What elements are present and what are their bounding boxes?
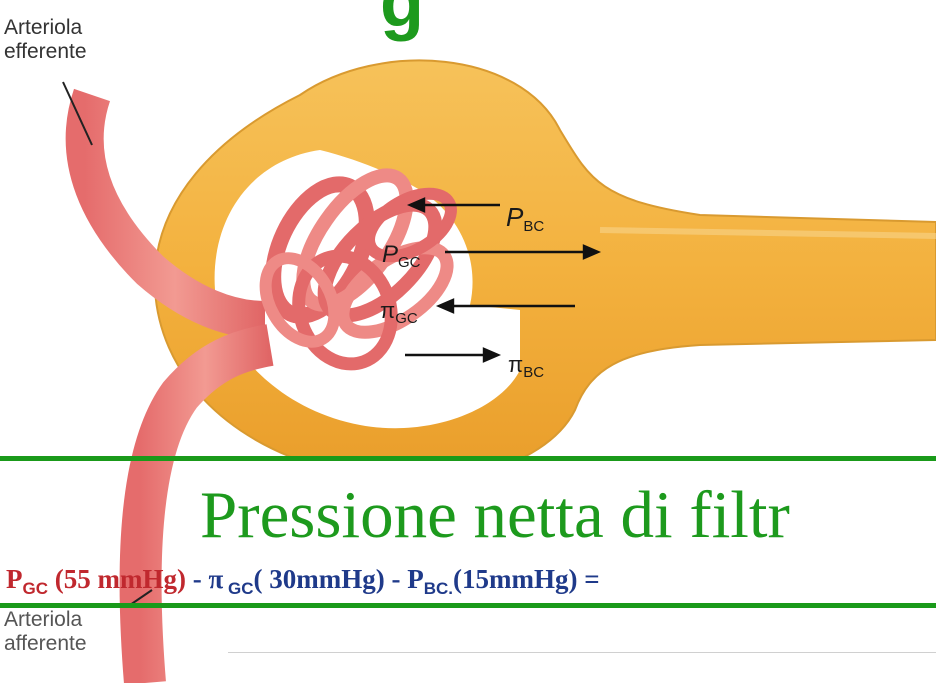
banner-underline (228, 652, 936, 653)
efferent-arteriole-label: Arteriola efferente (4, 16, 87, 64)
filtration-formula: PGC (55 mmHg) - π GC( 30mmHg) - PBC.(15m… (6, 562, 600, 606)
formula-op-2: - (385, 564, 408, 594)
net-filtration-title: Pressione netta di filtr (200, 476, 790, 554)
formula-p-bc: PBC.(15mmHg) (407, 564, 577, 594)
afferent-arteriole-label: Arteriola afferente (4, 608, 87, 656)
formula-equals: = (577, 564, 599, 594)
formula-p-gc: PGC (55 mmHg) (6, 564, 186, 594)
formula-op-1: - (186, 564, 209, 594)
formula-pi-gc: π GC( 30mmHg) (208, 564, 384, 594)
